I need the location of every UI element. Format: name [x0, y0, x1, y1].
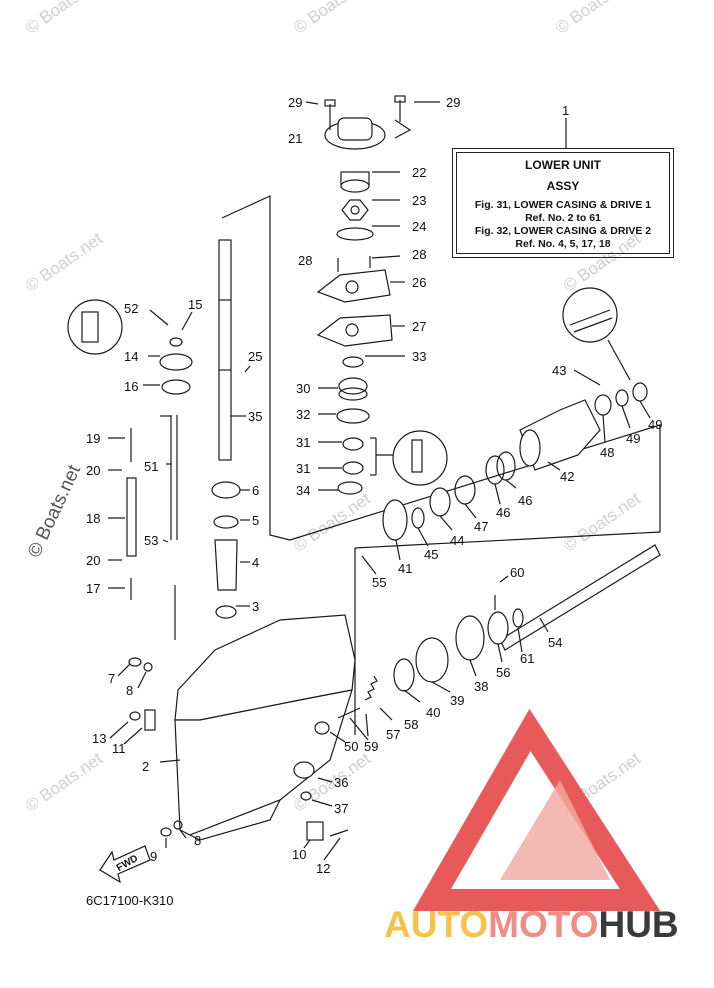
callout-11: 11: [112, 741, 126, 756]
info-line-1: Fig. 31, LOWER CASING & DRIVE 1: [474, 199, 652, 211]
callout-31a: 31: [296, 435, 311, 450]
brand-part-3: HUB: [598, 904, 679, 945]
callout-7: 7: [108, 671, 116, 686]
callout-52: 52: [124, 301, 139, 316]
forward-arrow-icon: [99, 845, 151, 884]
callout-42: 42: [560, 469, 575, 484]
callout-49b: 49: [648, 417, 663, 432]
callout-50: 50: [344, 739, 359, 754]
assembly-info-box-inner: LOWER UNIT ASSY Fig. 31, LOWER CASING & …: [456, 152, 670, 254]
callout-36: 36: [334, 775, 349, 790]
info-line-2: Ref. No. 2 to 61: [525, 212, 601, 224]
callout-29a: 29: [288, 95, 303, 110]
callout-55: 55: [372, 575, 387, 590]
callout-59: 59: [364, 739, 379, 754]
callout-9: 9: [150, 849, 158, 864]
callout-8b: 8: [194, 833, 202, 848]
callout-27: 27: [412, 319, 427, 334]
callout-28a: 28: [298, 253, 313, 268]
callout-39: 39: [450, 693, 465, 708]
callout-60: 60: [510, 565, 525, 580]
callout-46a: 46: [496, 505, 511, 520]
callout-32: 32: [296, 407, 311, 422]
callout-37: 37: [334, 801, 349, 816]
callout-45: 45: [424, 547, 439, 562]
callout-53: 53: [144, 533, 159, 548]
callout-20b: 20: [86, 553, 101, 568]
callout-3: 3: [252, 599, 260, 614]
callout-48: 48: [600, 445, 615, 460]
info-subtitle: ASSY: [546, 179, 580, 193]
brand-wordmark: AUTOMOTOHUB: [384, 904, 679, 946]
callout-10: 10: [292, 847, 307, 862]
brand-logo-icon: [412, 708, 661, 911]
callout-22: 22: [412, 165, 427, 180]
callout-23: 23: [412, 193, 427, 208]
callout-12: 12: [316, 861, 331, 876]
callout-57: 57: [386, 727, 401, 742]
callout-34: 34: [296, 483, 311, 498]
callout-17: 17: [86, 581, 101, 596]
callout-30: 30: [296, 381, 311, 396]
callout-16: 16: [124, 379, 139, 394]
info-line-4: Ref. No. 4, 5, 17, 18: [515, 238, 611, 250]
document-code: 6C17100-K310: [86, 893, 174, 908]
callout-49a: 49: [626, 431, 641, 446]
callout-40: 40: [426, 705, 441, 720]
callout-41: 41: [398, 561, 413, 576]
callout-54: 54: [548, 635, 563, 650]
callout-51: 51: [144, 459, 159, 474]
callout-6: 6: [252, 483, 260, 498]
callout-13: 13: [92, 731, 107, 746]
callout-15: 15: [188, 297, 203, 312]
assembly-info-box: LOWER UNIT ASSY Fig. 31, LOWER CASING & …: [452, 148, 674, 258]
callout-35: 35: [248, 409, 263, 424]
callout-8a: 8: [126, 683, 134, 698]
callout-20a: 20: [86, 463, 101, 478]
info-title: LOWER UNIT: [525, 158, 601, 172]
callout-43: 43: [552, 363, 567, 378]
callout-47: 47: [474, 519, 489, 534]
callout-21: 21: [288, 131, 303, 146]
callout-18: 18: [86, 511, 101, 526]
callout-28b: 28: [412, 247, 427, 262]
callout-29b: 29: [446, 95, 461, 110]
brand-part-1: AUTO: [384, 904, 489, 945]
callout-31b: 31: [296, 461, 311, 476]
callout-4: 4: [252, 555, 260, 570]
callout-2: 2: [142, 759, 150, 774]
info-line-3: Fig. 32, LOWER CASING & DRIVE 2: [474, 225, 652, 237]
callout-38: 38: [474, 679, 489, 694]
callout-33: 33: [412, 349, 427, 364]
callout-26: 26: [412, 275, 427, 290]
callout-1: 1: [562, 103, 570, 118]
callout-56: 56: [496, 665, 511, 680]
callout-61: 61: [520, 651, 535, 666]
callout-46b: 46: [518, 493, 533, 508]
callout-25: 25: [248, 349, 263, 364]
brand-part-2: MOTO: [488, 904, 599, 945]
callout-44: 44: [450, 533, 465, 548]
callout-19: 19: [86, 431, 101, 446]
callout-24: 24: [412, 219, 427, 234]
callout-58: 58: [404, 717, 419, 732]
callout-14: 14: [124, 349, 139, 364]
callout-5: 5: [252, 513, 260, 528]
